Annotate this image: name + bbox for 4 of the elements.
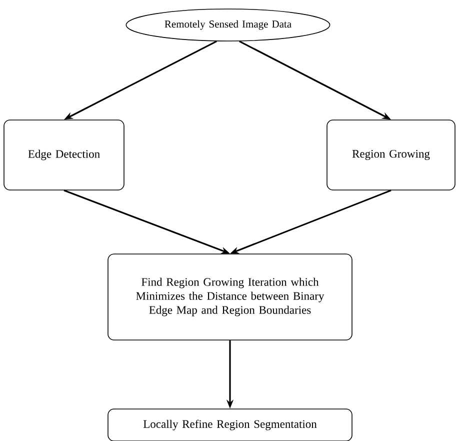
- process-box: Edge Detection: [4, 120, 124, 190]
- process-box: Locally Refine Region Segmentation: [108, 408, 352, 441]
- process-box: Find Region Growing Iteration which Minimizes the Distance between Binary Edge Map and Region Boundaries: [108, 254, 352, 340]
- process-box: Region Growing: [326, 120, 456, 190]
